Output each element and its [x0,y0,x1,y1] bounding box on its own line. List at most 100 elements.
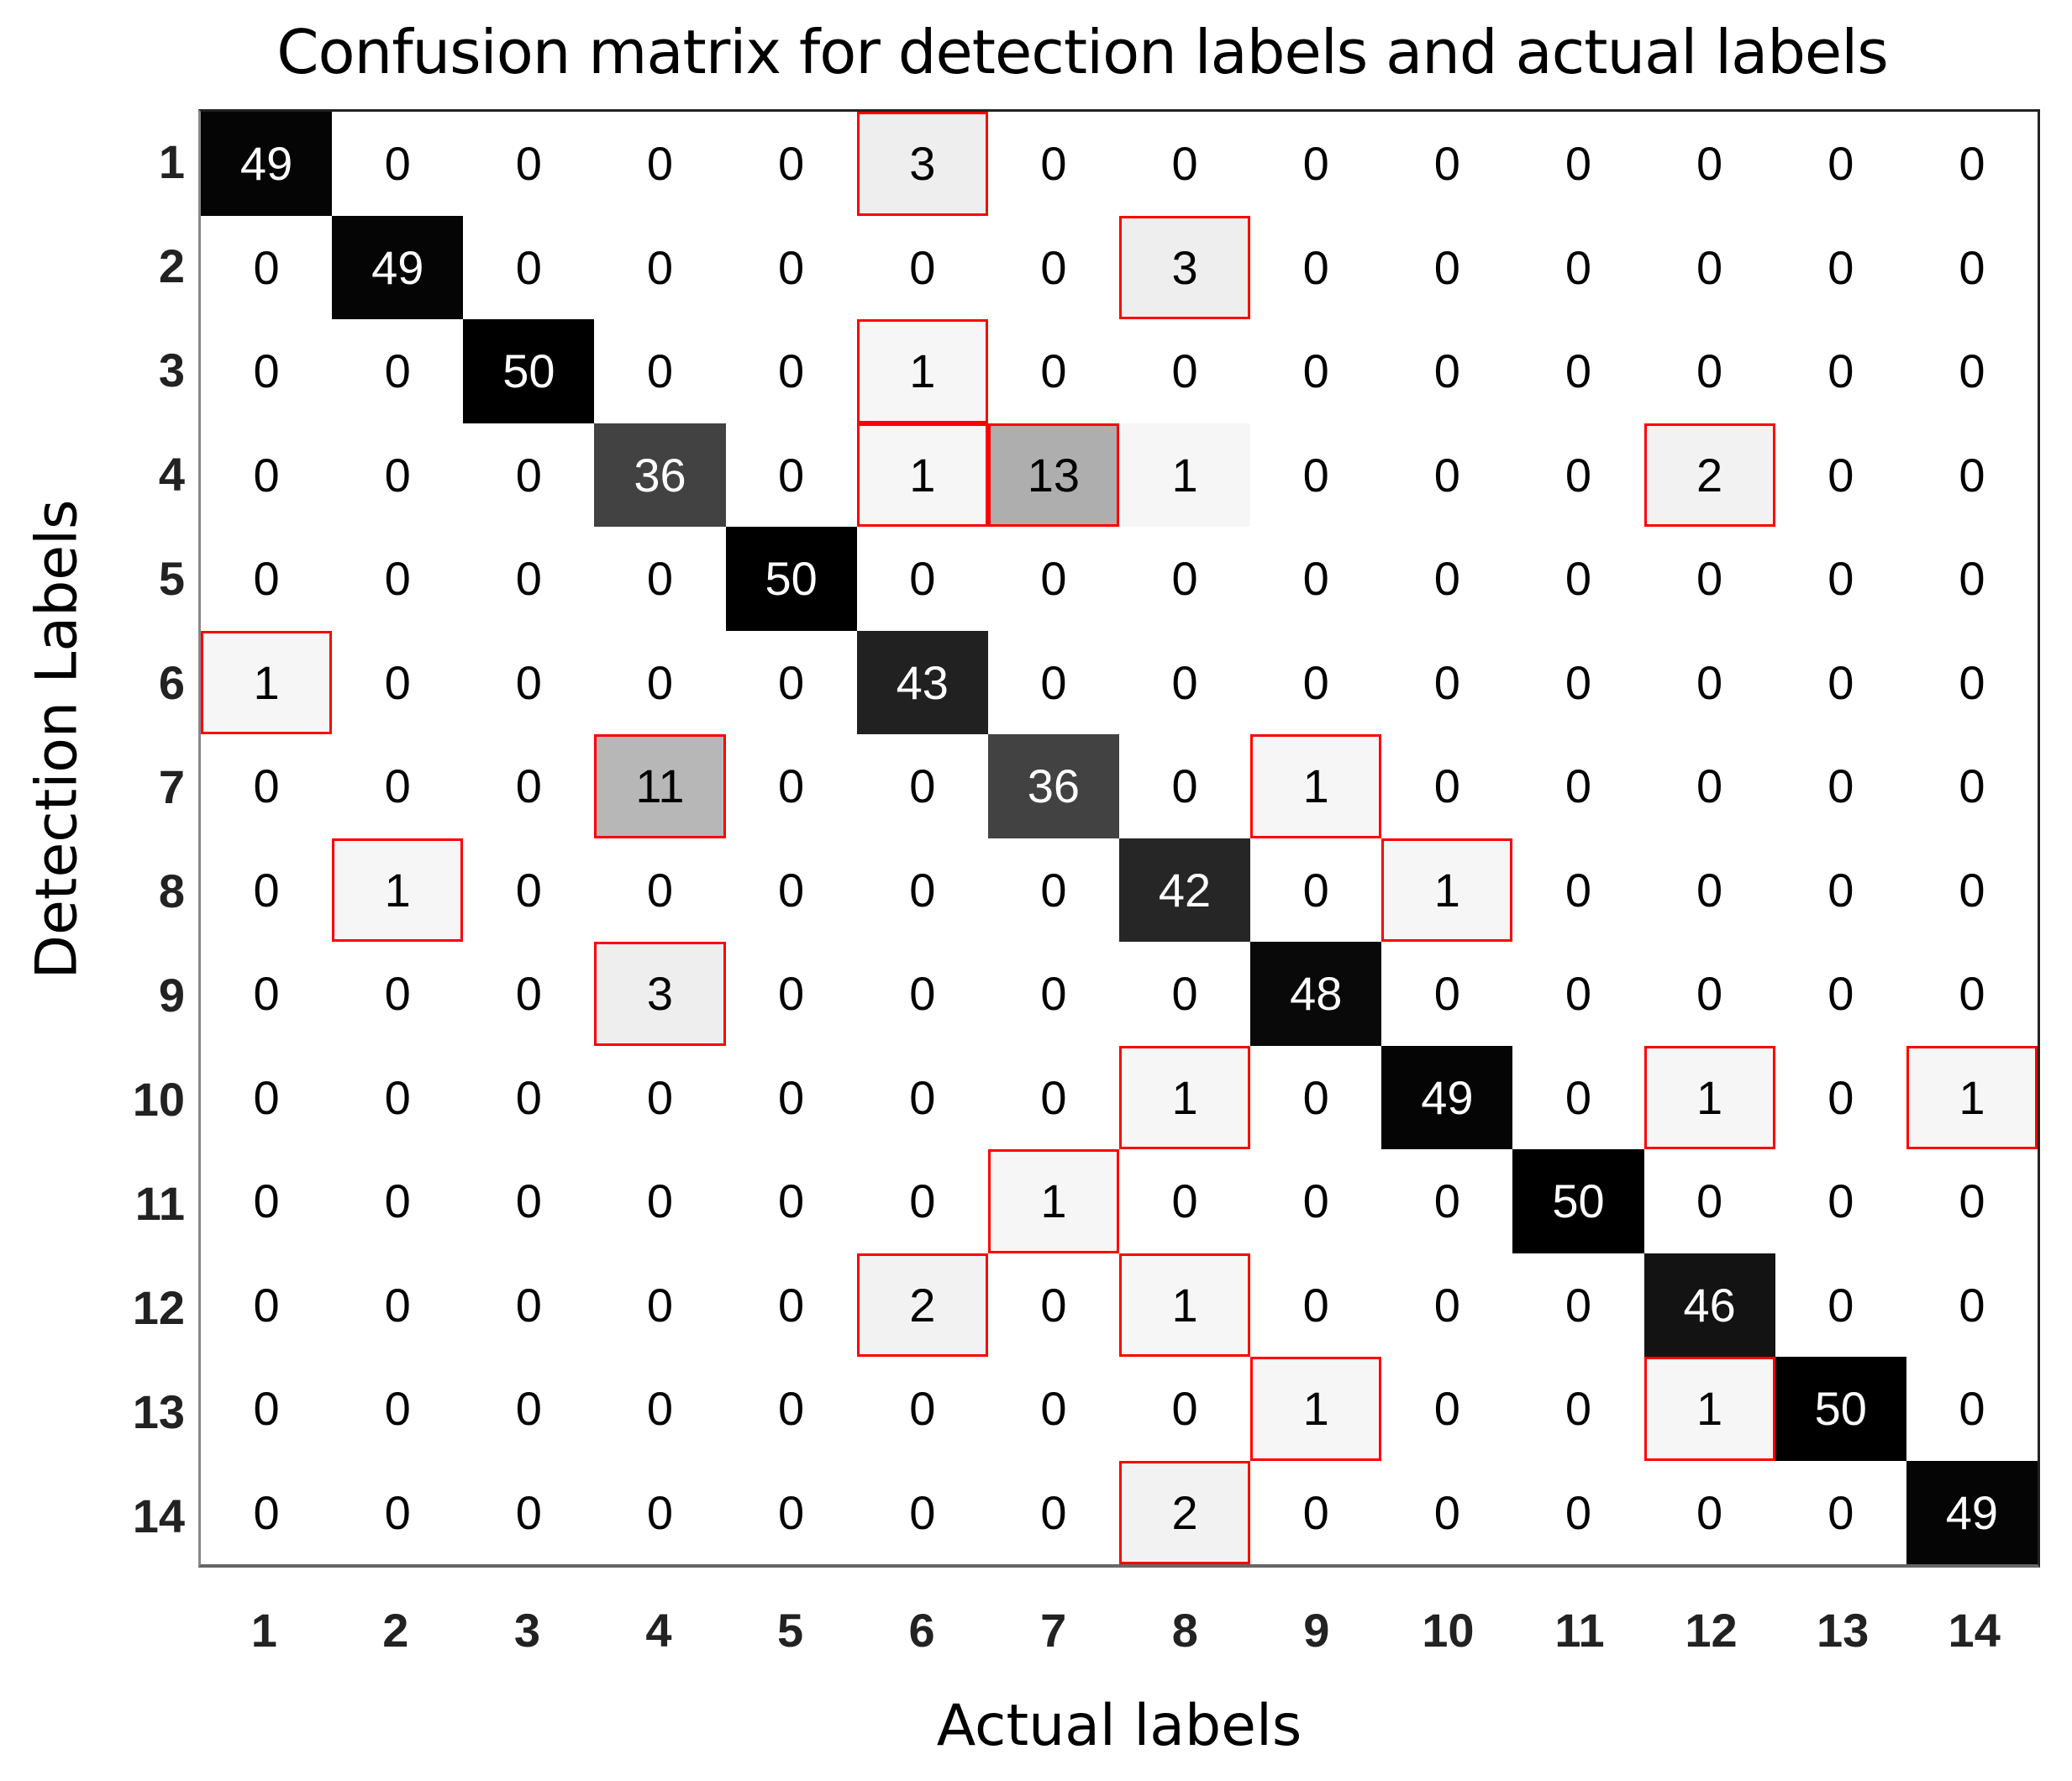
x-tick-label: 11 [1554,1603,1605,1657]
x-tick-label: 10 [1422,1603,1475,1657]
matrix-cell: 0 [1381,734,1513,838]
x-tick-label: 12 [1685,1603,1738,1657]
y-tick-label: 10 [132,1072,185,1126]
x-axis-label: Actual labels [936,1693,1302,1759]
matrix-cell: 13 [987,423,1119,527]
matrix-cell: 0 [725,1357,857,1461]
matrix-cell: 0 [332,423,464,527]
matrix-cell: 0 [1118,527,1251,631]
matrix-cell: 1 [1906,1045,2038,1149]
matrix-cell: 0 [1250,215,1382,319]
matrix-cell: 0 [1118,942,1251,1046]
matrix-cell: 0 [463,734,595,838]
matrix-cell: 0 [1381,1253,1513,1357]
matrix-cell: 0 [1250,423,1382,527]
matrix-cell: 0 [1906,423,2038,527]
matrix-cell: 0 [1512,215,1644,319]
x-tick-label: 13 [1816,1603,1870,1657]
matrix-cell: 0 [463,1460,595,1564]
matrix-cell: 0 [856,527,988,631]
matrix-cell: 0 [463,942,595,1046]
matrix-cell: 0 [1250,1149,1382,1253]
matrix-cell: 0 [1643,319,1775,423]
matrix-cell: 46 [1643,1253,1775,1357]
x-tick-label: 1 [250,1603,277,1657]
matrix-cell: 0 [1250,630,1382,734]
matrix-cell: 0 [1775,942,1906,1046]
y-tick-label: 11 [134,1176,185,1230]
matrix-cell: 1 [1381,838,1513,942]
matrix-cell: 1 [1250,734,1382,838]
matrix-cell: 0 [1512,942,1644,1046]
matrix-cell: 0 [1381,1357,1513,1461]
matrix-cell: 1 [1643,1045,1775,1149]
matrix-cell: 0 [1906,630,2038,734]
matrix-cell: 0 [1250,1253,1382,1357]
matrix-cell: 0 [1512,630,1644,734]
matrix-cell: 0 [594,1253,726,1357]
y-tick-label: 1 [158,134,185,188]
matrix-cell: 0 [1250,1460,1382,1564]
matrix-cell: 0 [463,112,595,216]
matrix-cell: 0 [332,1460,464,1564]
matrix-cell: 0 [725,1045,857,1149]
matrix-cell: 0 [332,1253,464,1357]
matrix-cell: 0 [201,423,333,527]
matrix-cell: 0 [201,527,333,631]
matrix-cell: 0 [1775,423,1906,527]
matrix-cell: 0 [856,215,988,319]
matrix-cell: 1 [1118,423,1251,527]
matrix-cell: 0 [201,838,333,942]
matrix-cell: 0 [332,942,464,1046]
matrix-cell: 0 [1250,527,1382,631]
y-tick-label: 12 [132,1280,185,1334]
matrix-cell: 0 [725,319,857,423]
matrix-cell: 50 [463,319,595,423]
matrix-cell: 48 [1250,942,1382,1046]
matrix-cell: 1 [1250,1357,1382,1461]
matrix-cell: 0 [332,527,464,631]
matrix-cell: 0 [463,215,595,319]
matrix-cell: 0 [1775,215,1906,319]
matrix-cell: 0 [463,1357,595,1461]
matrix-cell: 0 [201,942,333,1046]
matrix-cell: 0 [1775,1460,1906,1564]
matrix-cell: 0 [201,1253,333,1357]
matrix-cell: 0 [1775,630,1906,734]
matrix-cell: 0 [594,1045,726,1149]
matrix-cell: 0 [332,630,464,734]
matrix-cell: 0 [1381,423,1513,527]
x-tick-label: 14 [1948,1603,2001,1657]
matrix-cell: 0 [201,1460,333,1564]
y-tick-label: 2 [158,239,185,292]
matrix-cell: 0 [463,630,595,734]
matrix-cell: 0 [1906,1253,2038,1357]
matrix-cell: 0 [594,319,726,423]
x-tick-label: 4 [645,1603,672,1657]
matrix-cell: 0 [594,838,726,942]
x-tick-label: 3 [513,1603,540,1657]
matrix-cell: 0 [725,1253,857,1357]
matrix-cell: 2 [1643,423,1775,527]
matrix-cell: 0 [594,1149,726,1253]
matrix-cell: 0 [1250,319,1382,423]
matrix-cell: 0 [725,942,857,1046]
matrix-cell: 0 [594,1460,726,1564]
matrix-cell: 0 [725,423,857,527]
y-tick-label: 9 [158,968,185,1022]
x-tick-label: 8 [1171,1603,1198,1657]
matrix-cell: 0 [463,1149,595,1253]
matrix-cell: 0 [201,319,333,423]
y-tick-label: 4 [158,447,185,501]
y-axis-label: Detection Labels [24,499,91,980]
y-tick-label: 14 [132,1489,185,1542]
matrix-cell: 0 [201,1149,333,1253]
matrix-cell: 0 [594,112,726,216]
matrix-cell: 0 [1775,319,1906,423]
matrix-cell: 0 [1512,1253,1644,1357]
matrix-cell: 0 [987,942,1119,1046]
matrix-cell: 0 [725,1149,857,1253]
matrix-cell: 0 [987,1460,1119,1564]
matrix-cell: 0 [332,319,464,423]
